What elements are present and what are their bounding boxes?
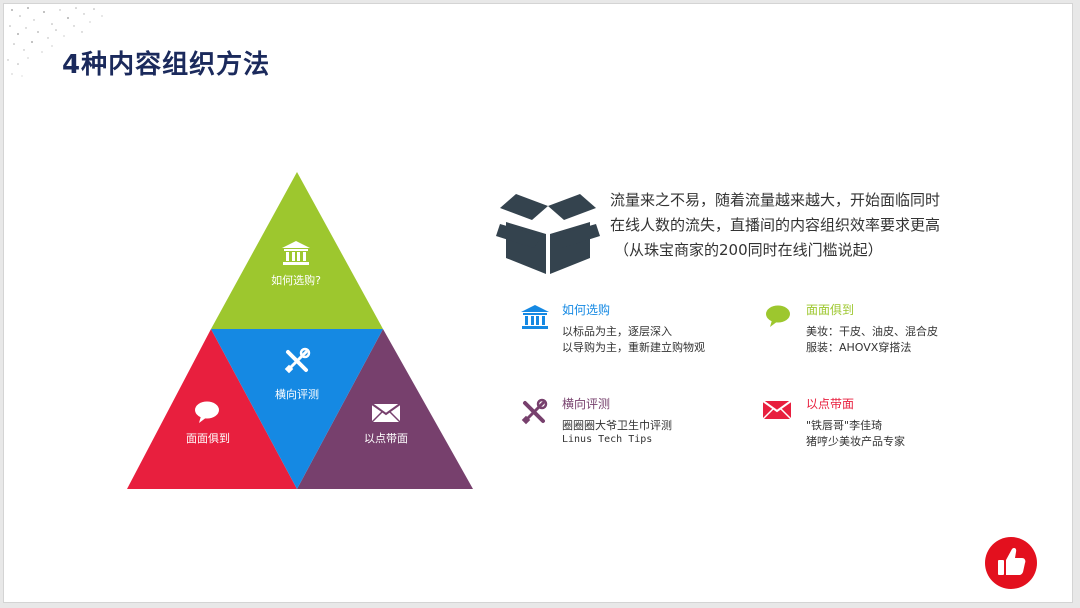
item-comparison-line-2: Linus Tech Tips	[562, 434, 653, 445]
pyramid-center-label: 横向评测	[275, 388, 319, 401]
pyramid-center-segment[interactable]	[211, 329, 383, 489]
envelope-icon	[762, 400, 792, 420]
intro-line-2: 在线人数的流失，直播间的内容组织效率要求更高	[610, 216, 941, 234]
decorative-speckle-pattern	[7, 7, 103, 77]
pyramid-left-label: 面面俱到	[186, 432, 230, 445]
bank-icon	[521, 305, 549, 329]
item-comprehensive-line-2: 服装：AHOVX穿搭法	[806, 341, 912, 354]
bank-icon	[282, 241, 310, 265]
item-how-to-buy-line-1: 以标品为主，逐层深入	[562, 325, 672, 338]
like-button[interactable]	[984, 536, 1038, 590]
item-comparison-line-1: 圈圈圈大爷卫生巾评测	[562, 419, 672, 432]
intro-line-1: 流量来之不易，随着流量越来越大，开始面临同时	[610, 191, 941, 209]
intro-text: 流量来之不易，随着流量越来越大，开始面临同时 在线人数的流失，直播间的内容组织效…	[610, 188, 970, 263]
thumbs-up-icon	[998, 548, 1026, 575]
item-how-to-buy-title: 如何选购	[562, 303, 611, 317]
open-box-icon	[496, 194, 600, 274]
item-comparison-title: 横向评测	[562, 397, 611, 411]
envelope-icon	[371, 403, 401, 423]
slide-title: 4种内容组织方法	[62, 50, 271, 80]
item-how-to-buy-line-2: 以导购为主，重新建立购物观	[562, 341, 705, 354]
chat-bubble-icon	[195, 401, 219, 423]
pyramid-right-label: 以点带面	[364, 432, 408, 445]
item-point-to-area-line-2: 猪哼少美妆产品专家	[806, 435, 905, 448]
item-point-to-area-title: 以点带面	[806, 397, 855, 411]
tools-icon	[284, 347, 311, 374]
item-comprehensive-title: 面面俱到	[806, 303, 855, 317]
tools-icon	[521, 398, 548, 425]
slide: 4种内容组织方法 如何选购? 横向评测 面面俱到 以点带面	[3, 3, 1073, 603]
pyramid-top-label: 如何选购?	[271, 274, 321, 287]
item-point-to-area-line-1: "铁唇哥"李佳琦	[806, 419, 883, 432]
chat-bubble-icon	[766, 305, 790, 327]
item-comprehensive-line-1: 美妆：干皮、油皮、混合皮	[806, 325, 938, 338]
intro-line-3: （从珠宝商家的200同时在线门槛说起）	[614, 241, 883, 259]
